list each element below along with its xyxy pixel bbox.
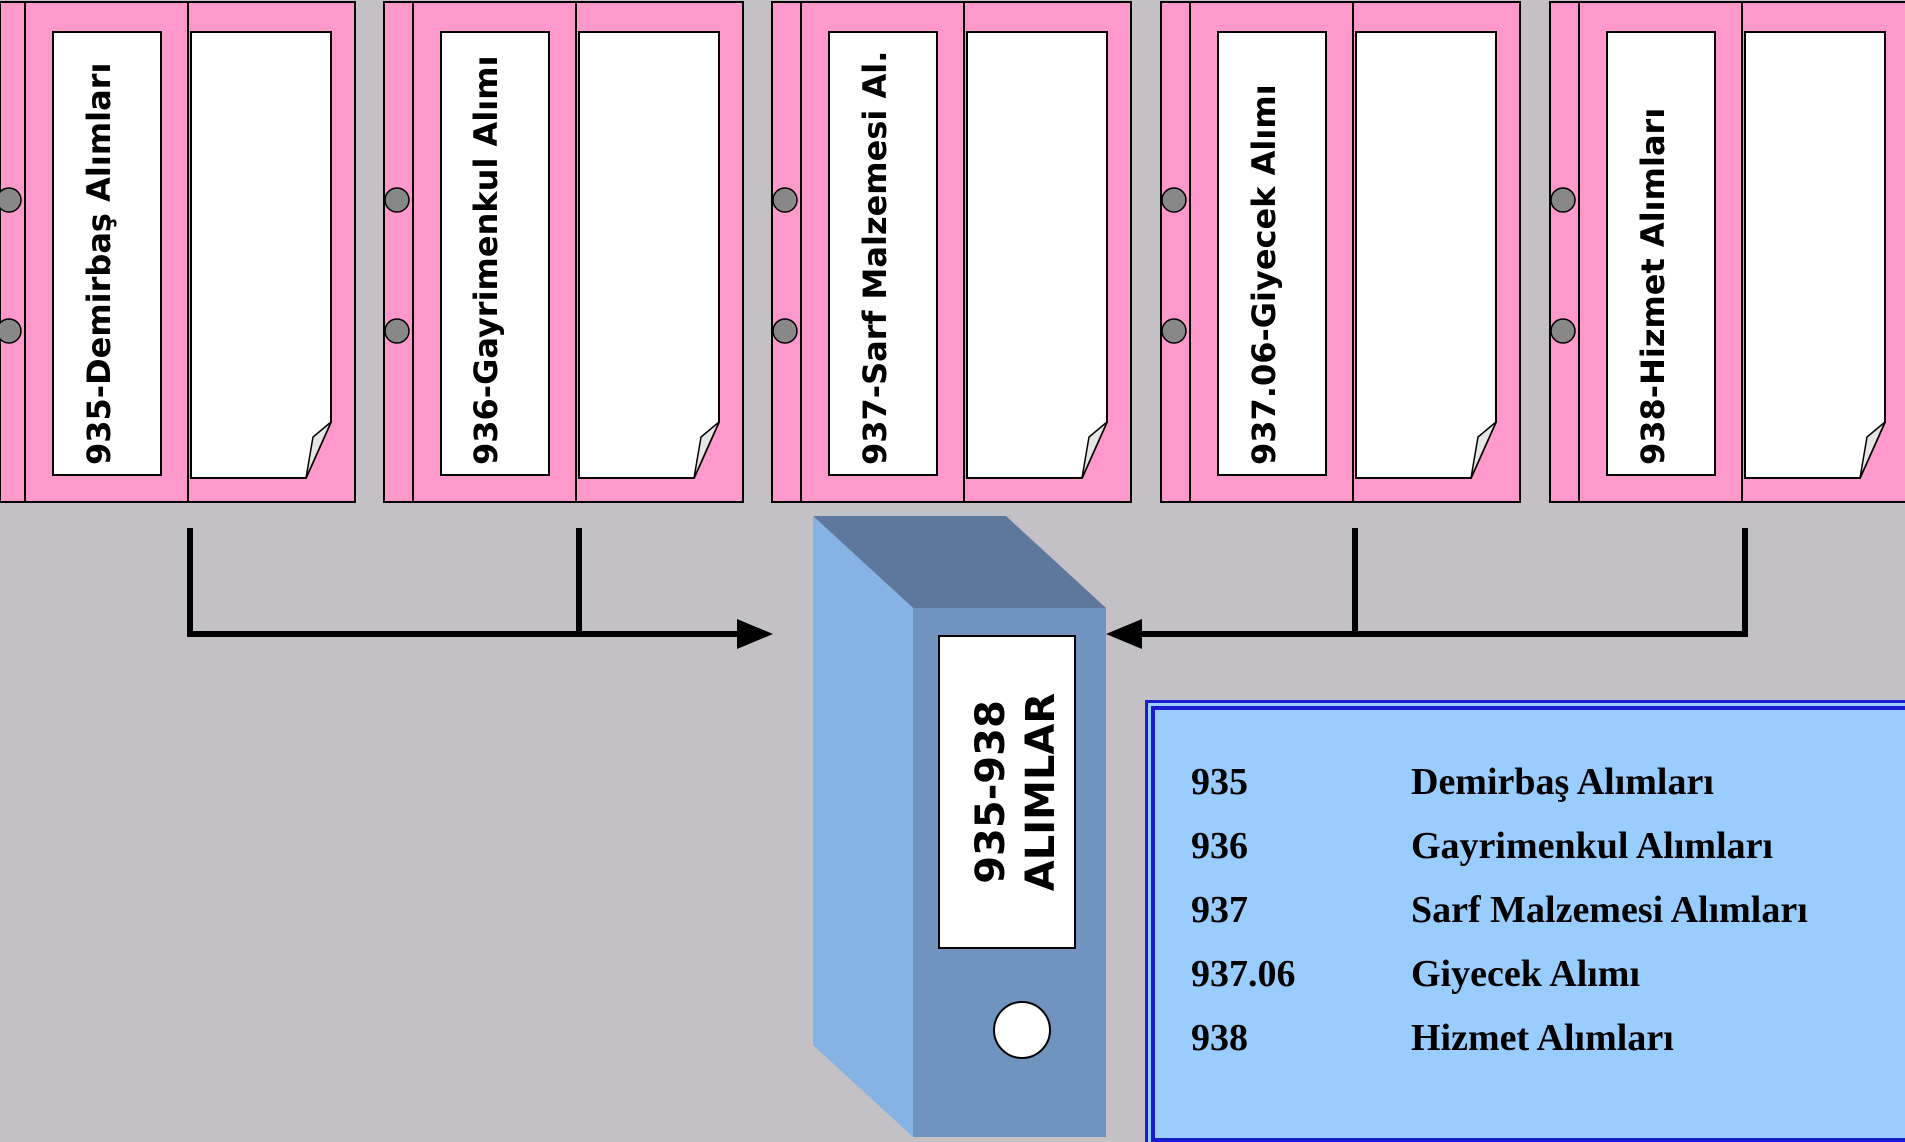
folder-label-937-06: 937.06-Giyecek Alımı xyxy=(1245,84,1283,465)
folder-label-936: 936-Gayrimenkul Alımı xyxy=(467,55,505,465)
legend-name: Sarf Malzemesi Alımları xyxy=(1411,888,1808,932)
right-arrowhead xyxy=(1106,619,1142,649)
legend-name: Gayrimenkul Alımları xyxy=(1411,824,1773,868)
folder-938 xyxy=(1550,2,1905,502)
folder-937-06 xyxy=(1161,2,1520,502)
legend-code: 938 xyxy=(1191,1016,1411,1060)
legend-code: 935 xyxy=(1191,760,1411,804)
legend-row: 937.06 Giyecek Alımı xyxy=(1191,942,1905,1006)
legend-row: 938 Hizmet Alımları xyxy=(1191,1006,1905,1070)
legend-box: 935 Demirbaş Alımları 936 Gayrimenkul Al… xyxy=(1151,706,1905,1142)
legend-name: Giyecek Alımı xyxy=(1411,952,1640,996)
legend-row: 935 Demirbaş Alımları xyxy=(1191,750,1905,814)
folder-label-935: 935-Demirbaş Alımları xyxy=(80,63,118,465)
left-arrowhead xyxy=(737,619,773,649)
legend-row: 937 Sarf Malzemesi Alımları xyxy=(1191,878,1905,942)
folder-935 xyxy=(0,2,355,502)
folder-936 xyxy=(384,2,743,502)
legend-row: 936 Gayrimenkul Alımları xyxy=(1191,814,1905,878)
legend-name: Hizmet Alımları xyxy=(1411,1016,1674,1060)
folder-label-937: 937-Sarf Malzemesi Al. xyxy=(856,51,894,465)
legend-code: 937.06 xyxy=(1191,952,1411,996)
left-connector xyxy=(187,528,737,634)
legend-code: 936 xyxy=(1191,824,1411,868)
binder-label-line1: 935-938 xyxy=(968,700,1014,884)
binder-label-line2: ALIMLAR xyxy=(1018,693,1064,891)
right-connector xyxy=(1142,528,1748,634)
legend-code: 937 xyxy=(1191,888,1411,932)
folder-937 xyxy=(772,2,1131,502)
folder-label-938: 938-Hizmet Alımları xyxy=(1634,108,1672,465)
legend-name: Demirbaş Alımları xyxy=(1411,760,1714,804)
